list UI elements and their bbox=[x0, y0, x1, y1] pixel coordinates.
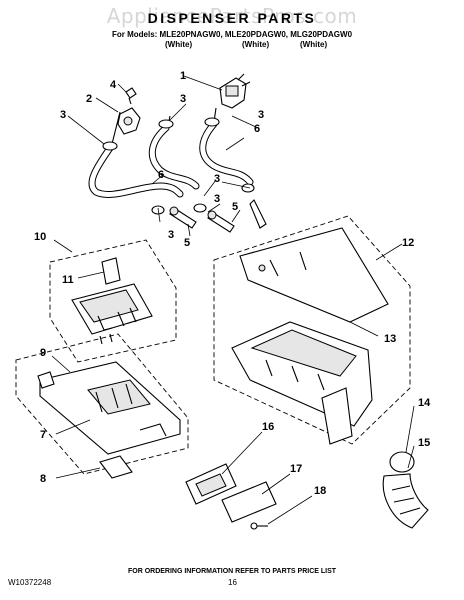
callout-3a: 3 bbox=[180, 93, 186, 105]
callout-10: 10 bbox=[34, 231, 46, 243]
callout-3d: 3 bbox=[214, 173, 220, 185]
leader-lines bbox=[51, 75, 415, 525]
callout-12: 12 bbox=[402, 237, 414, 249]
part-small-valve bbox=[117, 107, 141, 135]
color-label-3: (White) bbox=[300, 40, 328, 49]
document-number: W10372248 bbox=[8, 578, 52, 587]
callout-13: 13 bbox=[384, 333, 396, 345]
dashed-box-housing bbox=[213, 215, 411, 445]
callout-6a: 6 bbox=[254, 123, 260, 135]
callout-9: 9 bbox=[40, 347, 46, 359]
part-dispenser-door bbox=[185, 463, 237, 505]
callout-6b: 6 bbox=[158, 169, 164, 181]
callout-17: 17 bbox=[290, 463, 302, 475]
callout-numbers: 1 2 3 4 3 3 6 3 6 3 5 3 5 10 12 11 13 9 … bbox=[34, 70, 431, 497]
part-screw bbox=[250, 522, 268, 530]
ordering-info: FOR ORDERING INFORMATION REFER TO PARTS … bbox=[127, 568, 337, 575]
part-boot-hose bbox=[382, 451, 429, 529]
callout-5b: 5 bbox=[184, 237, 190, 249]
callout-7: 7 bbox=[40, 429, 46, 441]
callout-1: 1 bbox=[180, 70, 186, 82]
page-number: 16 bbox=[228, 578, 237, 587]
callout-4: 4 bbox=[110, 79, 117, 91]
callout-18: 18 bbox=[314, 485, 326, 497]
part-drawer bbox=[37, 361, 181, 455]
part-drawer-insert bbox=[71, 257, 153, 345]
page-title: DISPENSER PARTS bbox=[147, 10, 317, 26]
part-valve-assembly bbox=[219, 73, 251, 109]
part-nozzles bbox=[169, 199, 267, 233]
part-housing-base bbox=[231, 321, 373, 445]
models-line: For Models: MLE20PNAGW0, MLE20PDAGW0, ML… bbox=[111, 30, 353, 39]
callout-8: 8 bbox=[40, 473, 46, 485]
dashed-box-drawer bbox=[15, 333, 189, 475]
part-connector bbox=[125, 87, 137, 105]
callout-14: 14 bbox=[418, 397, 431, 409]
part-drawer-handle bbox=[99, 455, 133, 479]
dashed-box-10 bbox=[49, 239, 177, 363]
callout-11: 11 bbox=[62, 274, 74, 286]
callout-3f: 3 bbox=[168, 229, 174, 241]
callout-2: 2 bbox=[86, 93, 92, 105]
watermark: AppliancePartsPros.com bbox=[106, 4, 358, 28]
callout-16: 16 bbox=[262, 421, 274, 433]
color-label-1: (White) bbox=[165, 40, 193, 49]
callout-3e: 3 bbox=[214, 193, 220, 205]
hose-clamps bbox=[102, 117, 255, 215]
color-label-2: (White) bbox=[242, 40, 270, 49]
callout-5a: 5 bbox=[232, 201, 238, 213]
callout-3c: 3 bbox=[258, 109, 264, 121]
callout-15: 15 bbox=[418, 437, 430, 449]
part-gasket bbox=[221, 481, 277, 523]
part-housing-cover bbox=[239, 227, 389, 323]
callout-3b: 3 bbox=[60, 109, 66, 121]
